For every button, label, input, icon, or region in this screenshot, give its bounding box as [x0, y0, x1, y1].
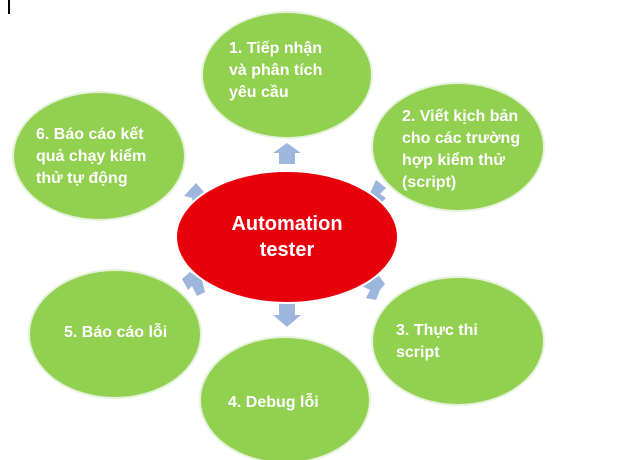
node-5-circle: [28, 269, 202, 399]
node-6-circle: [12, 91, 186, 221]
arrow-to-node-1: [273, 143, 301, 164]
node-2-label: 2. Viết kịch bản cho các trường hợp kiểm…: [402, 108, 521, 191]
node-4-circle: [199, 336, 371, 460]
node-1-label: 1. Tiếp nhận và phân tích yêu cầu: [229, 40, 323, 101]
node-4-label: 4. Debug lỗi: [228, 394, 319, 411]
arrow-to-node-2: [366, 180, 386, 206]
center-ellipse: [175, 170, 399, 304]
node-3-circle: [371, 276, 545, 406]
arrow-to-node-5: [182, 272, 205, 296]
node-5-label: 5. Báo cáo lỗi: [64, 324, 168, 341]
arrow-to-node-4: [273, 303, 301, 327]
node-1-circle: [201, 11, 373, 139]
center-label: Automation tester: [231, 213, 343, 261]
node-3-label: 3. Thực thi script: [396, 322, 478, 361]
node-2-circle: [371, 82, 545, 212]
arrow-to-node-3: [362, 276, 385, 300]
text-cursor: [8, 0, 10, 14]
node-6-label: 6. Báo cáo kết quả chạy kiểm thử tự động: [36, 126, 147, 187]
